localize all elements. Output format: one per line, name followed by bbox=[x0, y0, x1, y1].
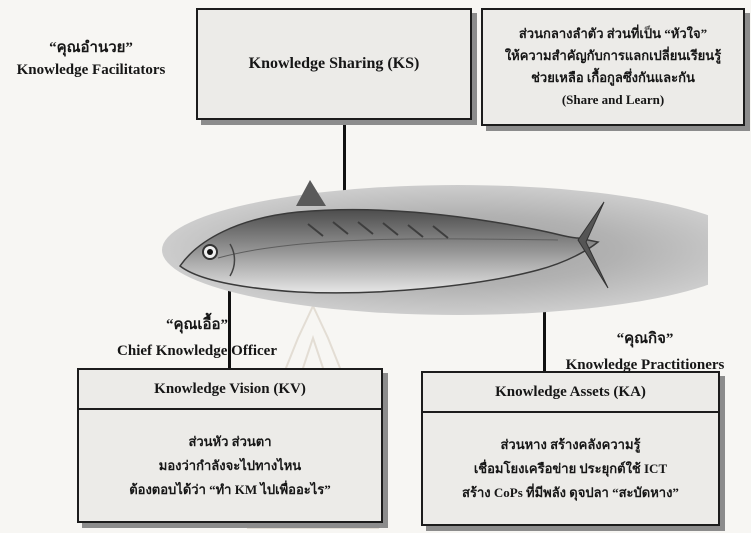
kv-line-3: ต้องตอบได้ว่า “ทำ KM ไปเพื่ออะไร” bbox=[129, 478, 331, 502]
ka-line-1: ส่วนหาง สร้างคลังความรู้ bbox=[500, 433, 640, 457]
knowledge-assets-box: Knowledge Assets (KA) ส่วนหาง สร้างคลังค… bbox=[421, 371, 720, 526]
ks-desc-line-2: ให้ความสำคัญกับการแลกเปลี่ยนเรียนรู้ bbox=[505, 45, 721, 67]
facilitators-english: Knowledge Facilitators bbox=[6, 59, 176, 81]
facilitators-label: “คุณอำนวย” Knowledge Facilitators bbox=[6, 37, 176, 81]
knowledge-vision-title: Knowledge Vision (KV) bbox=[79, 370, 381, 410]
knowledge-sharing-title: Knowledge Sharing (KS) bbox=[249, 55, 420, 73]
ks-desc-line-1: ส่วนกลางลำตัว ส่วนที่เป็น “หัวใจ” bbox=[519, 23, 707, 45]
knowledge-assets-title: Knowledge Assets (KA) bbox=[423, 373, 718, 413]
kv-line-2: มองว่ากำลังจะไปทางไหน bbox=[159, 454, 301, 478]
ka-line-3: สร้าง CoPs ที่มีพลัง ดุจปลา “สะบัดหาง” bbox=[462, 481, 679, 505]
knowledge-sharing-box: Knowledge Sharing (KS) bbox=[196, 8, 472, 120]
knowledge-vision-description: ส่วนหัว ส่วนตา มองว่ากำลังจะไปทางไหน ต้อ… bbox=[79, 410, 381, 521]
knowledge-sharing-description: ส่วนกลางลำตัว ส่วนที่เป็น “หัวใจ” ให้ควา… bbox=[481, 8, 745, 126]
knowledge-vision-box: Knowledge Vision (KV) ส่วนหัว ส่วนตา มอง… bbox=[77, 368, 383, 523]
cko-thai: “คุณเอื้อ” bbox=[72, 312, 322, 338]
kv-line-1: ส่วนหัว ส่วนตา bbox=[188, 430, 271, 454]
ks-desc-line-3: ช่วยเหลือ เกื้อกูลซึ่งกันและกัน bbox=[531, 67, 695, 89]
ka-line-2: เชื่อมโยงเครือข่าย ประยุกต์ใช้ ICT bbox=[474, 457, 667, 481]
ks-desc-line-4: (Share and Learn) bbox=[562, 89, 664, 111]
fish-illustration bbox=[158, 178, 708, 318]
cko-english: Chief Knowledge Officer bbox=[72, 338, 322, 364]
chief-knowledge-officer-label: “คุณเอื้อ” Chief Knowledge Officer bbox=[72, 312, 322, 364]
facilitators-thai: “คุณอำนวย” bbox=[6, 37, 176, 59]
knowledge-assets-description: ส่วนหาง สร้างคลังความรู้ เชื่อมโยงเครือข… bbox=[423, 413, 718, 524]
practitioners-thai: “คุณกิจ” bbox=[540, 326, 750, 352]
